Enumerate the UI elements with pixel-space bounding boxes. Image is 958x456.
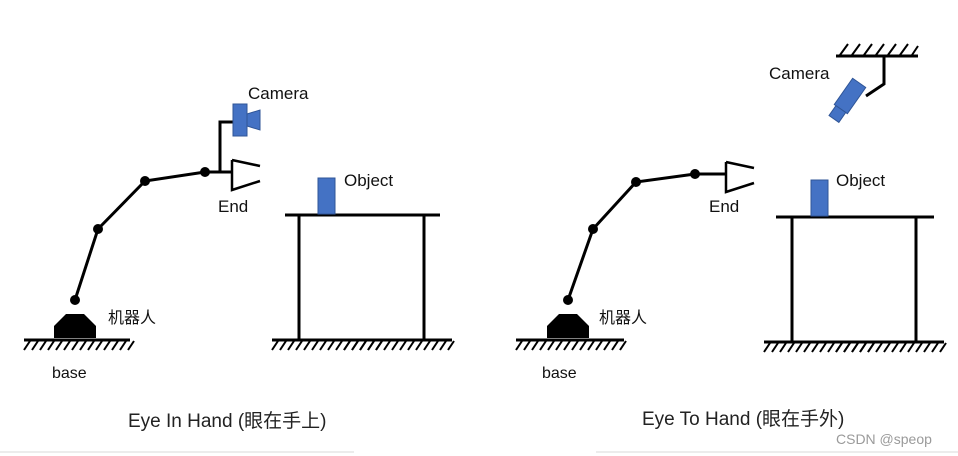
right-table: [776, 215, 934, 342]
left-table-ground: [271, 338, 455, 351]
right-caption: Eye To Hand (眼在手外): [642, 408, 844, 430]
right-base-label: base: [542, 365, 577, 382]
right-robot-base: [547, 314, 589, 338]
right-robot-arm: [566, 172, 712, 301]
left-table: [285, 213, 440, 340]
watermark-text: CSDN @speop: [836, 431, 932, 447]
eye-in-hand-diagram: Camera End Object 机器人 base Eye In Hand (…: [23, 84, 455, 432]
left-joint-2: [93, 224, 103, 234]
left-robot-arm: [73, 170, 220, 301]
left-caption: Eye In Hand (眼在手上): [128, 410, 327, 432]
right-object-label: Object: [836, 171, 885, 190]
left-robot-label: 机器人: [108, 308, 156, 327]
eye-to-hand-diagram: Camera End Object 机器人 base Eye To Hand (…: [515, 43, 947, 430]
left-camera-mount: [218, 120, 234, 172]
left-object-label: Object: [344, 171, 393, 190]
left-camera-icon: [232, 103, 261, 137]
left-camera-label: Camera: [248, 84, 309, 103]
right-joint-4: [690, 169, 700, 179]
right-camera-icon: [828, 77, 867, 124]
right-gripper: [724, 160, 755, 194]
left-joint-4: [200, 167, 210, 177]
right-robot-label: 机器人: [599, 308, 647, 327]
left-joint-3: [140, 176, 150, 186]
right-camera-label: Camera: [769, 64, 830, 83]
right-object: [810, 179, 829, 217]
right-base-ground: [515, 338, 627, 351]
right-joint-2: [588, 224, 598, 234]
right-joint-3: [631, 177, 641, 187]
right-ceiling-mount: [836, 43, 919, 98]
left-gripper: [230, 158, 261, 192]
left-base-label: base: [52, 365, 87, 382]
left-joint-1: [70, 295, 80, 305]
right-table-ground: [763, 340, 947, 353]
left-base-ground: [23, 338, 135, 351]
left-robot-base: [54, 314, 96, 338]
right-joint-1: [563, 295, 573, 305]
right-end-label: End: [709, 197, 739, 216]
left-object: [317, 177, 336, 215]
left-end-label: End: [218, 197, 248, 216]
